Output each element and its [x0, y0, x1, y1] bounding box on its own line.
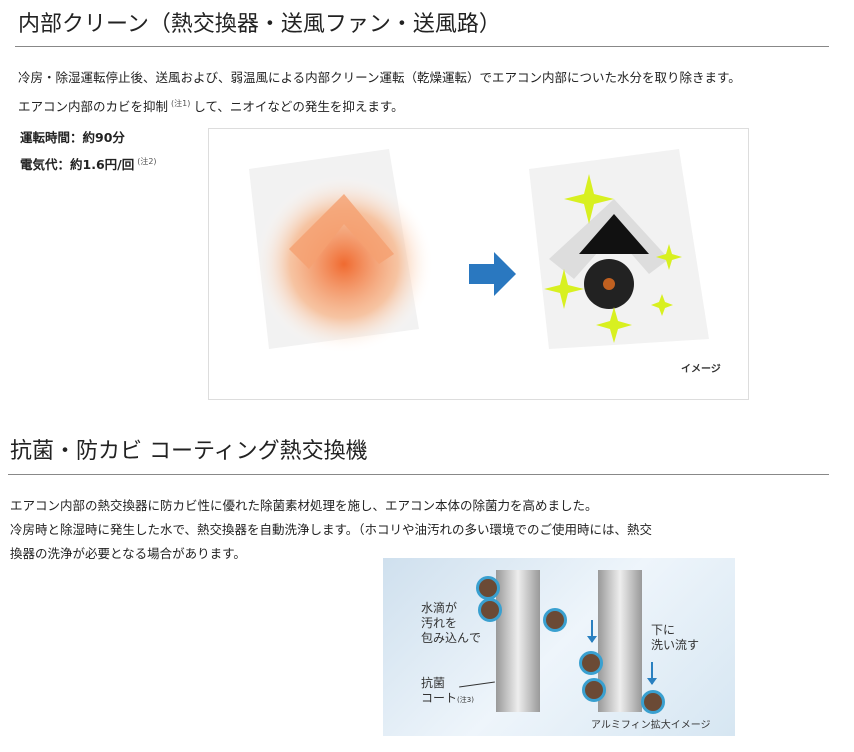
sparkle-icon	[544, 174, 682, 343]
description-line: エアコン内部のカビを抑制(注1)して、ニオイなどの発生を抑えます。	[18, 92, 404, 119]
spec-cost: 電気代：約1.6円/回(注2)	[20, 150, 160, 177]
water-drop	[579, 651, 603, 675]
footnote-ref: (注3)	[457, 696, 474, 704]
label-wash: 下に洗い流す	[651, 623, 699, 653]
description-line: 冷房時と除湿時に発生した水で、熱交換器を自動洗浄します。（ホコリや油汚れの多い環…	[10, 522, 653, 537]
text: 洗い流す	[651, 638, 700, 652]
section-title-coating: 抗菌・防カビ コーティング熱交換機	[10, 439, 368, 464]
diagram-caption: アルミフィン拡大イメージ	[591, 720, 711, 731]
description-line: 冷房・除湿運転停止後、送風および、弱温風による内部クリーン運転（乾燥運転）でエア…	[18, 70, 741, 85]
text: して、ニオイなどの発生を抑えます。	[193, 99, 404, 115]
arrow-right-icon	[469, 252, 516, 296]
divider	[15, 46, 829, 47]
text: 下に	[651, 623, 676, 637]
description-line: エアコン内部の熱交換器に防カビ性に優れた除菌素材処理を施し、エアコン本体の除菌力…	[10, 498, 598, 513]
spec-run-time: 運転時間：約90分	[20, 130, 125, 145]
image-caption: イメージ	[681, 364, 721, 375]
aluminum-fin	[496, 570, 540, 712]
description-line: 換器の洗浄が必要となる場合があります。	[10, 546, 246, 561]
footnote-ref: (注1)	[171, 99, 191, 108]
divider	[8, 474, 829, 475]
text: エアコン内部のカビを抑制	[18, 99, 169, 115]
internal-clean-illustration: イメージ	[208, 128, 749, 400]
text: 水滴が	[421, 601, 458, 615]
arrow-down-icon	[647, 662, 657, 685]
label-wrap: 水滴が汚れを包み込んで	[421, 601, 481, 646]
text: 汚れを	[421, 616, 458, 630]
heat-glow	[254, 174, 434, 354]
label-coat: 抗菌コート(注3)	[421, 676, 474, 708]
text: 電気代：約1.6円/回	[20, 157, 135, 173]
section-title-internal-clean: 内部クリーン（熱交換器・送風ファン・送風路）	[18, 12, 501, 37]
water-drop	[641, 690, 665, 714]
water-drop	[582, 678, 606, 702]
before-after-graphic	[249, 149, 709, 354]
footnote-ref: (注2)	[137, 157, 157, 166]
text: 抗菌	[421, 676, 446, 690]
arrow-down-icon	[587, 620, 597, 643]
water-drop	[478, 598, 502, 622]
text: コート	[421, 691, 458, 705]
text: 包み込んで	[421, 631, 482, 645]
aluminum-fin-diagram: 水滴が汚れを包み込んで 下に洗い流す 抗菌コート(注3) アルミフィン拡大イメー…	[383, 558, 735, 736]
water-drop	[543, 608, 567, 632]
water-drop	[476, 576, 500, 600]
